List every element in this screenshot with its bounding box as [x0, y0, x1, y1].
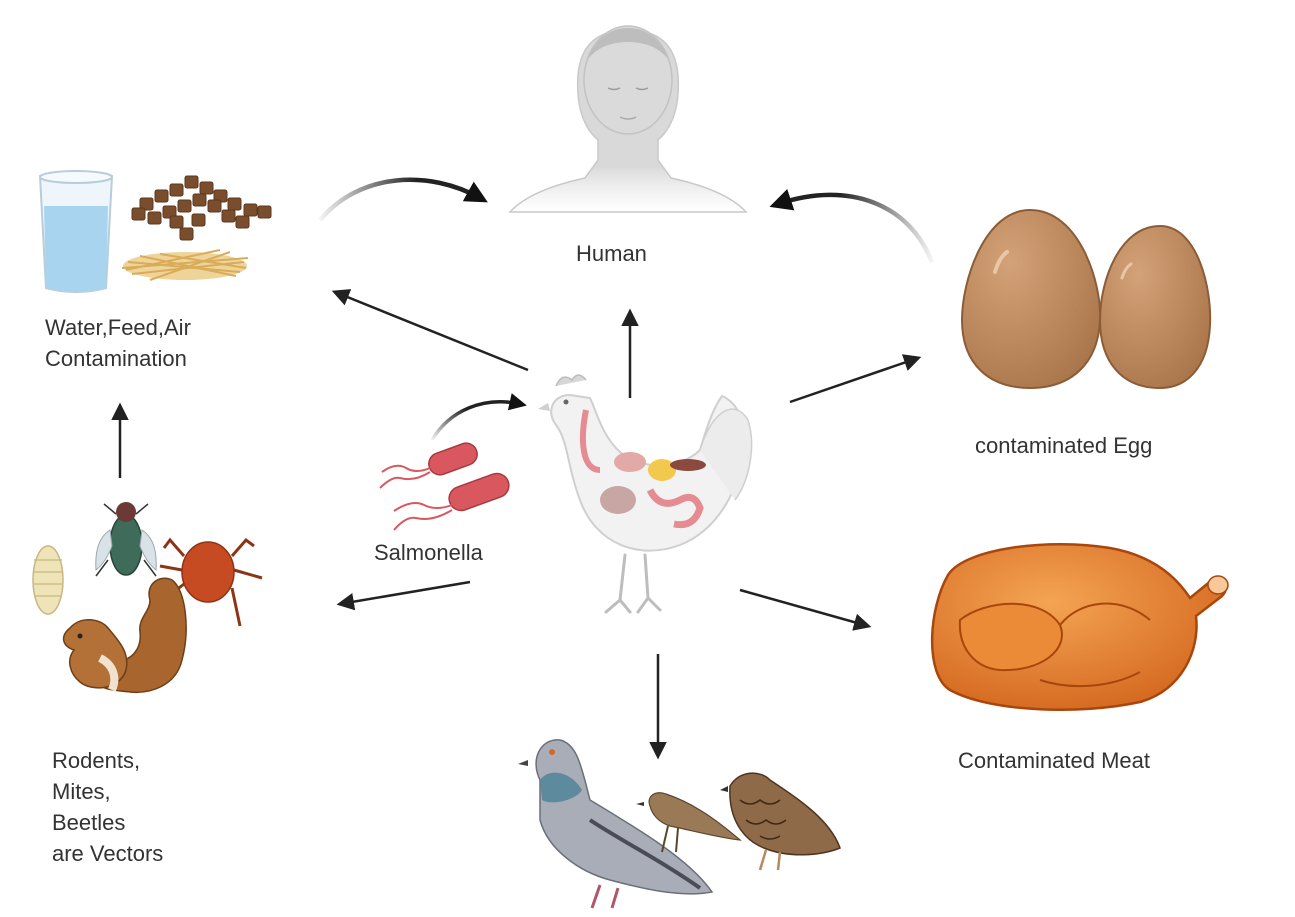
straw-icon: [122, 250, 248, 280]
environment-label-line-1: Water,Feed,Air: [45, 312, 191, 343]
arrow-environment-to-human: [320, 180, 480, 220]
egg-icon: [962, 210, 1210, 388]
vectors-label-line-3: Beetles: [52, 807, 163, 838]
egg-label: contaminated Egg: [975, 430, 1152, 461]
environment-label-text: Water,Feed,Air Contamination: [45, 312, 191, 374]
roast-chicken-icon: [932, 544, 1228, 710]
human-label: Human: [576, 238, 647, 269]
squirrel-icon: [64, 578, 186, 692]
arrow-salmonella-to-hen: [432, 402, 520, 440]
arrow-hen-to-meat: [740, 590, 868, 626]
human-icon: [510, 26, 746, 212]
fly-icon: [96, 502, 156, 576]
arrow-egg-to-human: [778, 195, 932, 262]
arrow-hen-to-egg: [790, 358, 918, 402]
meat-label: Contaminated Meat: [958, 745, 1150, 776]
salmonella-icon: [380, 440, 512, 530]
hen-icon: [538, 375, 752, 612]
quail-icon: [720, 773, 840, 870]
vectors-label-line-2: Mites,: [52, 776, 163, 807]
vectors-label-text: Rodents, Mites, Beetles are Vectors: [52, 745, 163, 869]
environment-label-line-2: Contamination: [45, 343, 191, 374]
water-glass-icon: [40, 171, 112, 292]
larva-icon: [33, 546, 63, 614]
vectors-label-line-1: Rodents,: [52, 745, 163, 776]
vectors-label-line-4: are Vectors: [52, 838, 163, 869]
feed-pellets-icon: [132, 176, 271, 240]
arrow-hen-to-vectors: [340, 582, 470, 604]
salmonella-label-text: Salmonella: [374, 537, 483, 568]
arrow-hen-to-environment: [335, 292, 528, 370]
